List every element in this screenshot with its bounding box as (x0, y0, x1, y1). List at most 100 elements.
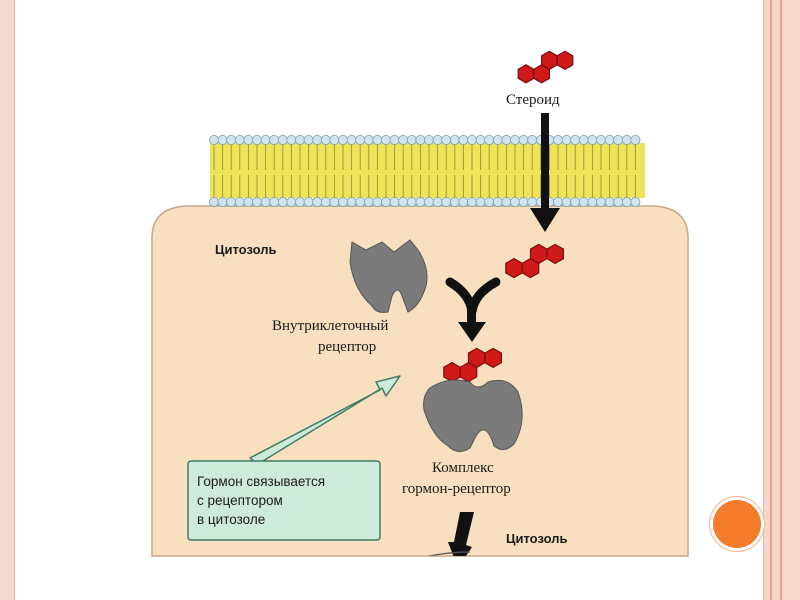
lipid-head (372, 134, 383, 145)
lipid-head (363, 134, 374, 145)
lipid-head (312, 134, 323, 145)
lipid-head (527, 134, 538, 145)
steroid-molecule-cytosol (505, 243, 565, 279)
steroid-ring (443, 361, 461, 383)
lipid-head (458, 134, 469, 145)
lipid-head (337, 196, 348, 207)
callout-line3: в цитозоле (197, 512, 265, 527)
lipid-head (303, 196, 314, 207)
lipid-head (509, 134, 520, 145)
lipid-head (570, 196, 581, 207)
lipid-head (337, 134, 348, 145)
orange-circle-decoration (713, 500, 761, 548)
lipid-head (234, 134, 245, 145)
lipid-head (587, 134, 598, 145)
lipid-head (441, 134, 452, 145)
lipid-head (509, 196, 520, 207)
lipid-head (553, 134, 564, 145)
lipid-head (398, 134, 409, 145)
lipid-head (604, 134, 615, 145)
receptor-label-line2: рецептор (318, 339, 376, 355)
hormone-receptor-complex-shape (423, 379, 523, 452)
lipid-head (613, 134, 624, 145)
frame-stripe (780, 0, 782, 600)
lipid-head (492, 196, 503, 207)
lipid-head (621, 196, 632, 207)
steroid-ring (505, 257, 523, 279)
lipid-head (398, 196, 409, 207)
membrane-core (210, 143, 645, 198)
lipid-head (587, 196, 598, 207)
lipid-head (466, 134, 477, 145)
lipid-head (251, 196, 262, 207)
lipid-head (432, 196, 443, 207)
lipid-head (630, 196, 641, 207)
lipid-head (406, 134, 417, 145)
lipid-head (217, 196, 228, 207)
steroid-ring (556, 50, 574, 70)
lipid-head (355, 196, 366, 207)
lipid-head (578, 134, 589, 145)
complex-label-line1: Комплекс (432, 460, 494, 476)
callout-box: Гормон связывается с рецептором в цитозо… (187, 460, 381, 541)
lipid-head (251, 134, 262, 145)
lipid-head (346, 196, 357, 207)
lipid-head (260, 134, 271, 145)
cell-membrane (208, 134, 645, 207)
lipid-head (553, 196, 564, 207)
lipid-head (578, 196, 589, 207)
lipid-head (355, 134, 366, 145)
lipid-head (432, 134, 443, 145)
lipid-head (243, 196, 254, 207)
lipid-head (492, 134, 503, 145)
lipid-head (484, 134, 495, 145)
entry-arrow (530, 113, 560, 232)
steroid-ring (546, 243, 565, 265)
lipid-head (630, 134, 641, 145)
steroid-ring (484, 347, 502, 369)
lipid-head (613, 196, 624, 207)
lipid-head (294, 134, 305, 145)
frame-stripe (770, 0, 772, 600)
lipid-head (269, 134, 280, 145)
steroid-molecule-top (517, 50, 574, 84)
intracellular-receptor-shape (349, 239, 428, 313)
lipid-head (415, 196, 426, 207)
lipid-head (320, 196, 331, 207)
lipid-head (466, 196, 477, 207)
lipid-head (208, 134, 219, 145)
lipid-head (303, 134, 314, 145)
lipid-head (372, 196, 383, 207)
lipid-head (406, 196, 417, 207)
lipid-head (277, 196, 288, 207)
lipid-head (389, 196, 400, 207)
lipid-head (561, 134, 572, 145)
lipid-head (596, 196, 607, 207)
lipid-head (389, 134, 400, 145)
complex-label-line2: гормон-рецептор (402, 481, 511, 497)
steroid-label: Стероид (506, 92, 560, 108)
lipid-head (380, 196, 391, 207)
receptor-label-line1: Внутриклеточный (272, 318, 388, 334)
lipid-head (269, 196, 280, 207)
cytosol-label-top: Цитозоль (215, 242, 276, 257)
steroid-ring (540, 50, 558, 70)
lipid-head (621, 134, 632, 145)
lipid-head (286, 196, 297, 207)
lipid-head (243, 134, 254, 145)
cytosol-label-bottom: Цитозоль (506, 531, 567, 546)
lipid-head (458, 196, 469, 207)
lipid-head (423, 196, 434, 207)
lipid-head (604, 196, 615, 207)
slide-frame-right (763, 0, 800, 600)
lipid-head (312, 196, 323, 207)
lipid-head (346, 134, 357, 145)
slide-frame-left (0, 0, 15, 600)
lipid-head (320, 134, 331, 145)
lipid-head (234, 196, 245, 207)
lipid-head (484, 196, 495, 207)
lipid-head (441, 196, 452, 207)
lipid-head (329, 196, 340, 207)
lipid-head (570, 134, 581, 145)
lipid-head (226, 134, 237, 145)
